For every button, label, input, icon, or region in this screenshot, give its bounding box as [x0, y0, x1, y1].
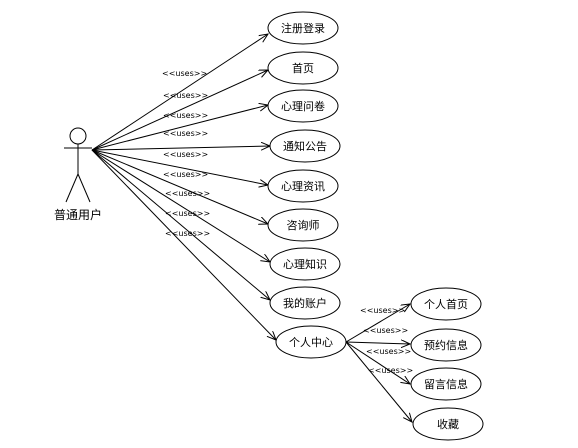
use-case-questionnaire: 心理问卷	[267, 89, 339, 123]
assoc-counselor	[91, 149, 268, 224]
sub-use-cases: 个人首页 预约信息 留言信息 收藏	[410, 287, 484, 441]
use-case-label: 预约信息	[424, 338, 468, 352]
actor-right-leg	[77, 173, 91, 203]
stereotype-label: <<uses>>	[162, 69, 207, 78]
use-case-knowledge: 心理知识	[269, 247, 341, 281]
assoc-notice	[91, 146, 270, 150]
use-case-label: 个人中心	[289, 336, 333, 349]
use-case-personal-center: 个人中心	[275, 325, 347, 359]
use-case-label: 心理问卷	[281, 99, 325, 113]
use-case-label: 注册登录	[281, 21, 325, 35]
actor-head	[69, 127, 87, 145]
use-case-notice: 通知公告	[269, 129, 341, 163]
association-lines	[91, 34, 276, 340]
stereotype-label: <<uses>>	[163, 170, 208, 179]
use-case-label: 心理知识	[283, 257, 327, 271]
assoc-account	[91, 149, 270, 300]
use-case-news: 心理资讯	[267, 169, 339, 203]
stereotype-label: <<uses>>	[163, 111, 208, 120]
assoc-home	[91, 70, 268, 151]
actor-figure	[64, 127, 92, 203]
use-case-label: 首页	[292, 61, 314, 75]
use-case-label: 收藏	[437, 417, 459, 431]
use-case-message-info: 留言信息	[410, 367, 482, 401]
use-case-label: 我的账户	[283, 296, 327, 310]
assoc-news	[91, 149, 268, 185]
stereotype-label: <<uses>>	[165, 229, 210, 238]
stereotype-labels: <<uses>> <<uses>> <<uses>> <<uses>> <<us…	[162, 69, 210, 238]
stereotype-label: <<uses>>	[363, 326, 408, 335]
use-case-account: 我的账户	[269, 286, 341, 320]
use-case-counselor: 咨询师	[267, 208, 339, 242]
stereotype-label: <<uses>>	[163, 91, 208, 100]
stereotype-label: <<uses>>	[368, 366, 413, 375]
stereotype-label: <<uses>>	[163, 150, 208, 159]
assoc-favorites	[345, 341, 412, 422]
assoc-personal-home	[345, 304, 410, 343]
actor-label: 普通用户	[54, 207, 102, 222]
assoc-register	[91, 34, 268, 151]
use-case-label: 个人首页	[424, 297, 468, 311]
assoc-message-info	[345, 341, 410, 384]
sub-association-lines	[345, 304, 412, 422]
use-case-label: 留言信息	[424, 377, 468, 391]
use-case-label: 通知公告	[283, 139, 327, 153]
use-case-favorites: 收藏	[412, 407, 484, 441]
use-case-booking-info: 预约信息	[410, 328, 482, 362]
use-case-home: 首页	[267, 51, 339, 85]
assoc-booking-info	[345, 342, 410, 344]
stereotype-label: <<uses>>	[165, 189, 210, 198]
use-cases: 注册登录 首页 心理问卷 通知公告 心理资讯 咨询师 心理知识 我的账户	[267, 11, 347, 359]
use-case-register: 注册登录	[267, 11, 339, 45]
stereotype-label: <<uses>>	[165, 209, 210, 218]
use-case-label: 咨询师	[287, 218, 320, 232]
stereotype-label: <<uses>>	[366, 347, 411, 356]
actor-left-leg	[65, 173, 79, 203]
stereotype-label: <<uses>>	[163, 129, 208, 138]
assoc-knowledge	[91, 149, 270, 262]
assoc-personal-center	[91, 149, 276, 340]
assoc-questionnaire	[91, 105, 268, 151]
sub-stereotype-labels: <<uses>> <<uses>> <<uses>> <<uses>>	[360, 306, 413, 375]
use-case-personal-home: 个人首页	[410, 287, 482, 321]
stereotype-label: <<uses>>	[360, 306, 405, 315]
use-case-label: 心理资讯	[281, 180, 325, 193]
